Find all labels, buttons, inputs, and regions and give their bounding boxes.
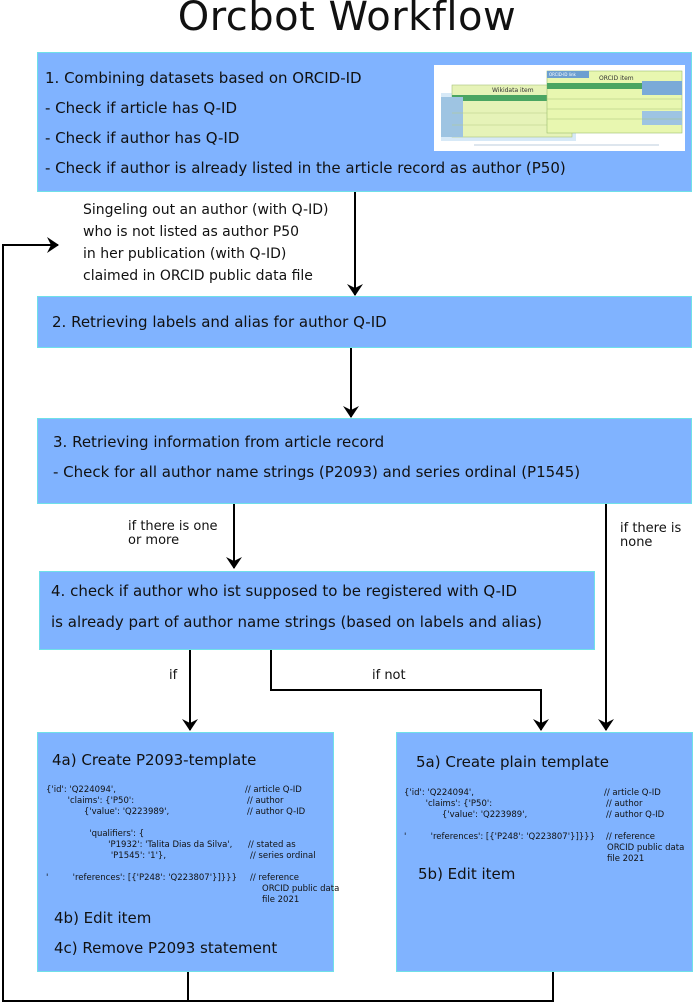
step5a-comment-ref-3: file 2021 bbox=[607, 854, 645, 864]
label-one-or-more-2: or more bbox=[128, 533, 180, 548]
step5a-comment-ref-2: ORCID public data bbox=[607, 843, 685, 853]
thumb-wikidata-label: Wikidata item bbox=[492, 87, 534, 94]
step5a-comment-ref: // reference bbox=[606, 832, 656, 842]
step4a-code-6: 'P1932': 'Talita Dias da Silva', bbox=[46, 840, 233, 850]
singling-note-line-3: in her publication (with Q-ID) bbox=[83, 246, 287, 262]
step4-line-1: 4. check if author who ist supposed to b… bbox=[51, 582, 517, 600]
singling-note-line-2: who is not listed as author P50 bbox=[83, 224, 300, 240]
step4a-code-3: {'value': 'Q223989', bbox=[46, 807, 170, 817]
step1-title: 1. Combining datasets based on ORCID-ID bbox=[45, 69, 362, 87]
step5a-code-3: {'value': 'Q223989', bbox=[404, 810, 528, 820]
step1-check-listed: - Check if author is already listed in t… bbox=[45, 159, 566, 177]
arrow-4-to-5a bbox=[270, 646, 549, 731]
label-none-1: if there is bbox=[620, 521, 682, 536]
step1-check-article: - Check if article has Q-ID bbox=[45, 99, 238, 117]
step4c-remove-statement: 4c) Remove P2093 statement bbox=[54, 939, 278, 957]
step4a-code-5: 'qualifiers': { bbox=[46, 829, 145, 839]
step5a-comment-2: // author bbox=[606, 799, 643, 809]
step4a-comment-1: // article Q-ID bbox=[245, 785, 302, 795]
step5b-edit-item: 5b) Edit item bbox=[418, 865, 516, 883]
step5a-box: 5a) Create plain template {'id': 'Q22409… bbox=[396, 732, 693, 972]
step4a-comment-ref: // reference bbox=[250, 873, 300, 883]
singling-note-line-1: Singeling out an author (with Q-ID) bbox=[83, 202, 329, 218]
step5a-heading: 5a) Create plain template bbox=[416, 753, 610, 771]
step4-box: 4. check if author who ist supposed to b… bbox=[39, 571, 595, 650]
step2-box: 2. Retrieving labels and alias for autho… bbox=[37, 296, 692, 348]
step4a-comment-ref-3: file 2021 bbox=[262, 895, 300, 905]
thumb-orcid-label: ORCID item bbox=[599, 75, 634, 82]
step2-title: 2. Retrieving labels and alias for autho… bbox=[52, 313, 387, 331]
dataset-thumbnail-graphic: Wikidata item ORCID item ORCID-ID link bbox=[441, 70, 683, 146]
step5a-comment-3: // author Q-ID bbox=[606, 810, 665, 820]
loop-from-5a-line bbox=[188, 972, 554, 1002]
step4a-code-9: ' 'references': [{'P248': 'Q223807'}]}}} bbox=[46, 873, 237, 883]
label-one-or-more-1: if there is one bbox=[128, 519, 218, 534]
step4a-code-1: {'id': 'Q224094', bbox=[46, 785, 116, 795]
step4a-code-2: 'claims': {'P50': bbox=[46, 796, 135, 806]
step4a-comment-2: // author bbox=[247, 796, 284, 806]
step5a-code-5: ' 'references': [{'P248': 'Q223807'}]}}} bbox=[404, 832, 595, 842]
step4a-code-7: 'P1545': '1'}, bbox=[46, 851, 167, 861]
step4a-comment-ref-2: ORCID public data bbox=[262, 884, 340, 894]
loop-back-line bbox=[2, 237, 189, 1002]
label-none-2: none bbox=[620, 535, 653, 550]
dataset-thumbnail: Wikidata item ORCID item ORCID-ID link bbox=[434, 65, 685, 151]
singling-note-line-4: claimed in ORCID public data file bbox=[83, 268, 313, 284]
step5a-comment-1: // article Q-ID bbox=[604, 788, 661, 798]
step4b-edit-item: 4b) Edit item bbox=[54, 909, 152, 927]
step3-title: 3. Retrieving information from article r… bbox=[53, 433, 385, 451]
step1-check-author: - Check if author has Q-ID bbox=[45, 129, 240, 147]
diagram-title: Orcbot Workflow bbox=[177, 0, 517, 40]
step1-box: 1. Combining datasets based on ORCID-ID … bbox=[37, 52, 692, 192]
label-if-not: if not bbox=[372, 668, 406, 683]
step4-line-2: is already part of author name strings (… bbox=[51, 613, 543, 631]
thumb-tab-label: ORCID-ID link bbox=[549, 72, 577, 77]
step4a-heading: 4a) Create P2093-template bbox=[52, 751, 257, 769]
label-if: if bbox=[169, 668, 178, 683]
step3-check: - Check for all author name strings (P20… bbox=[53, 463, 581, 481]
step4a-comment-ordinal: // series ordinal bbox=[250, 851, 316, 861]
step4a-box: 4a) Create P2093-template {'id': 'Q22409… bbox=[37, 732, 339, 972]
step5a-code-1: {'id': 'Q224094', bbox=[404, 788, 474, 798]
step4a-comment-3: // author Q-ID bbox=[247, 807, 306, 817]
step3-box: 3. Retrieving information from article r… bbox=[37, 418, 692, 504]
step4a-comment-stated: // stated as bbox=[248, 840, 296, 850]
step5a-code-2: 'claims': {'P50': bbox=[404, 799, 493, 809]
